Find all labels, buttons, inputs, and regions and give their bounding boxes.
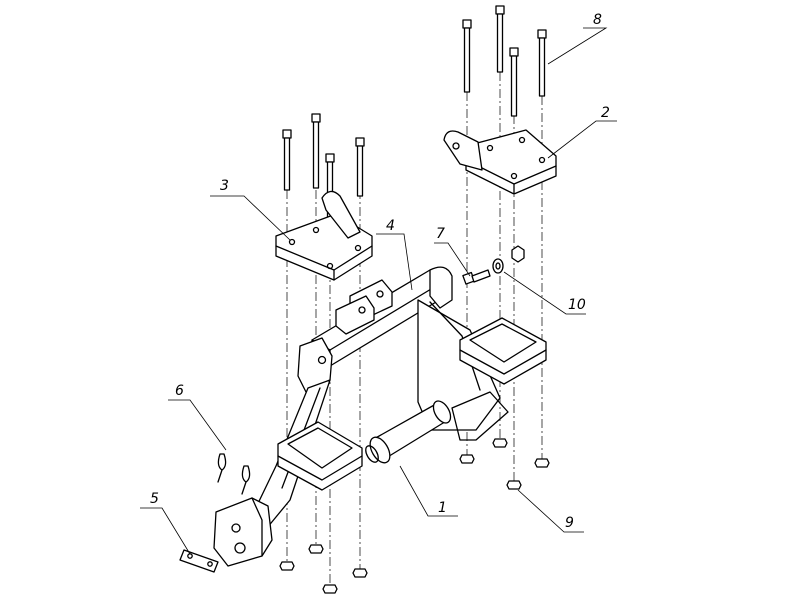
callout-4: 4	[386, 218, 395, 234]
callout-7: 7	[436, 226, 445, 242]
callout-1: 1	[438, 500, 447, 516]
bolt	[537, 29, 547, 97]
plate-2	[443, 129, 557, 195]
bolt	[282, 129, 292, 191]
seat-right	[459, 317, 547, 385]
nut	[492, 438, 508, 448]
nut	[506, 480, 522, 490]
nut	[322, 584, 338, 594]
callout-8: 8	[593, 12, 602, 28]
leader-lines	[140, 27, 617, 555]
callout-3: 3	[220, 178, 229, 194]
callout-6: 6	[175, 383, 184, 399]
callout-10: 10	[568, 297, 586, 313]
nuts-group	[279, 438, 550, 594]
nut	[459, 454, 475, 464]
callout-5: 5	[150, 491, 159, 507]
bolt	[495, 5, 505, 73]
strap-5	[179, 549, 219, 573]
nut	[352, 568, 368, 578]
callout-9: 9	[565, 515, 574, 531]
clip-pins-6	[217, 453, 251, 495]
bolt	[509, 47, 519, 117]
bolt	[311, 113, 321, 189]
callout-2: 2	[601, 105, 610, 121]
nut	[279, 561, 295, 571]
nut	[308, 544, 324, 554]
frame-main	[213, 266, 509, 567]
washer-10	[492, 258, 504, 274]
nut-10	[511, 245, 525, 263]
plate-3	[275, 190, 373, 281]
bolts-right-group	[462, 5, 547, 117]
nut	[534, 458, 550, 468]
bolt	[355, 137, 365, 197]
callouts: 1 2 3 4 5 6 7 8 9 10	[150, 12, 610, 531]
bolt	[462, 19, 472, 93]
bolt-7	[462, 269, 491, 285]
seat-left	[277, 421, 363, 491]
